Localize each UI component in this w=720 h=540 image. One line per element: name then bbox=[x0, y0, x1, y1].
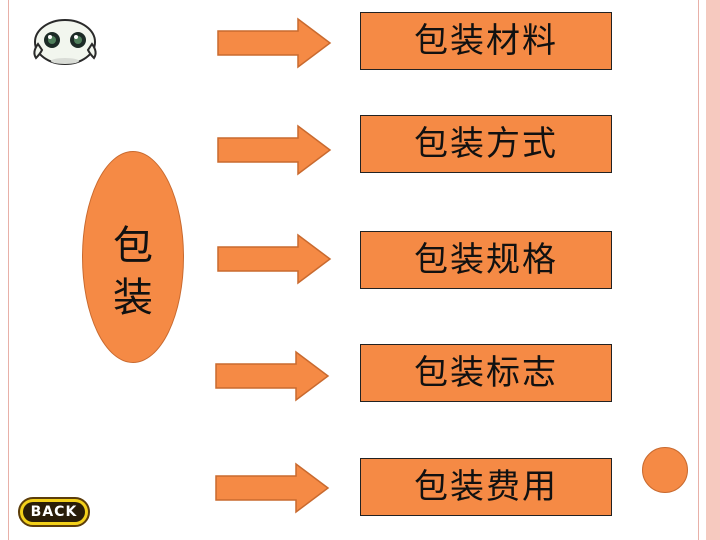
back-button-inner: BACK bbox=[23, 502, 85, 522]
slide-right-border bbox=[706, 0, 720, 540]
item-label: 包装方式 bbox=[414, 124, 558, 164]
right-arrow-icon bbox=[217, 233, 332, 285]
item-label: 包装规格 bbox=[414, 240, 558, 280]
item-label: 包装材料 bbox=[414, 21, 558, 61]
item-label: 包装费用 bbox=[414, 467, 558, 507]
item-box-costs[interactable]: 包装费用 bbox=[360, 458, 612, 516]
oval-char-2: 装 bbox=[113, 275, 153, 321]
item-box-specifications[interactable]: 包装规格 bbox=[360, 231, 612, 289]
mascot-icon bbox=[30, 14, 100, 66]
item-box-methods[interactable]: 包装方式 bbox=[360, 115, 612, 173]
slide-right-border-line bbox=[698, 0, 699, 540]
right-arrow-icon bbox=[217, 17, 332, 69]
right-arrow-icon bbox=[217, 124, 332, 176]
item-box-materials[interactable]: 包装材料 bbox=[360, 12, 612, 70]
right-arrow-icon bbox=[215, 350, 330, 402]
back-button[interactable]: BACK bbox=[18, 497, 90, 527]
back-button-label: BACK bbox=[30, 504, 78, 520]
packaging-oval: 包 装 bbox=[82, 151, 184, 363]
item-box-marks[interactable]: 包装标志 bbox=[360, 344, 612, 402]
right-arrow-icon bbox=[215, 462, 330, 514]
slide-left-border bbox=[8, 0, 9, 540]
item-label: 包装标志 bbox=[414, 353, 558, 393]
oval-char-1: 包 bbox=[113, 223, 153, 269]
decorative-circle bbox=[642, 447, 688, 493]
